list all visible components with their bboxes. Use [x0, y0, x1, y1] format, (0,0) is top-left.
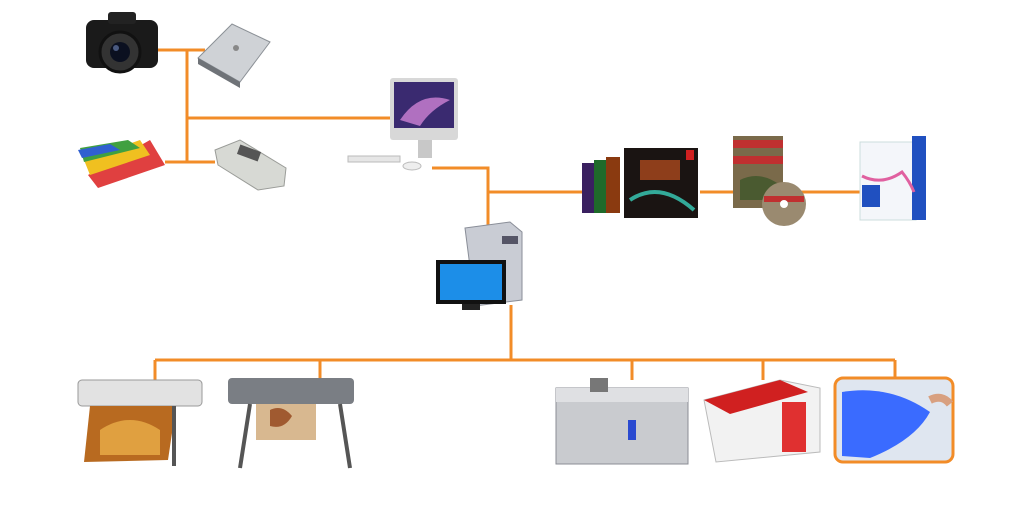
software-dvd-icon: [733, 136, 806, 226]
color-swatch-fan-icon: [78, 140, 165, 188]
spectrophotometer-icon: [214, 139, 287, 191]
connector-lines: [153, 48, 897, 380]
server-workstation-icon: [436, 221, 523, 310]
connector-imac-server: [432, 166, 490, 226]
wide-format-printer-icon: [77, 379, 203, 466]
printing-plate-icon: [833, 376, 955, 464]
desktop-computer-icon: [347, 78, 458, 171]
software-boxes-icon: [582, 148, 698, 218]
plate-processor-icon: [703, 379, 821, 463]
plotter-icon: [228, 378, 354, 469]
connector-output-drops: [153, 360, 897, 380]
dslr-camera-icon: [86, 12, 158, 74]
software-box-icon: [859, 136, 926, 221]
flatbed-scanner-icon: [197, 23, 271, 88]
platesetter-icon: [555, 378, 689, 465]
